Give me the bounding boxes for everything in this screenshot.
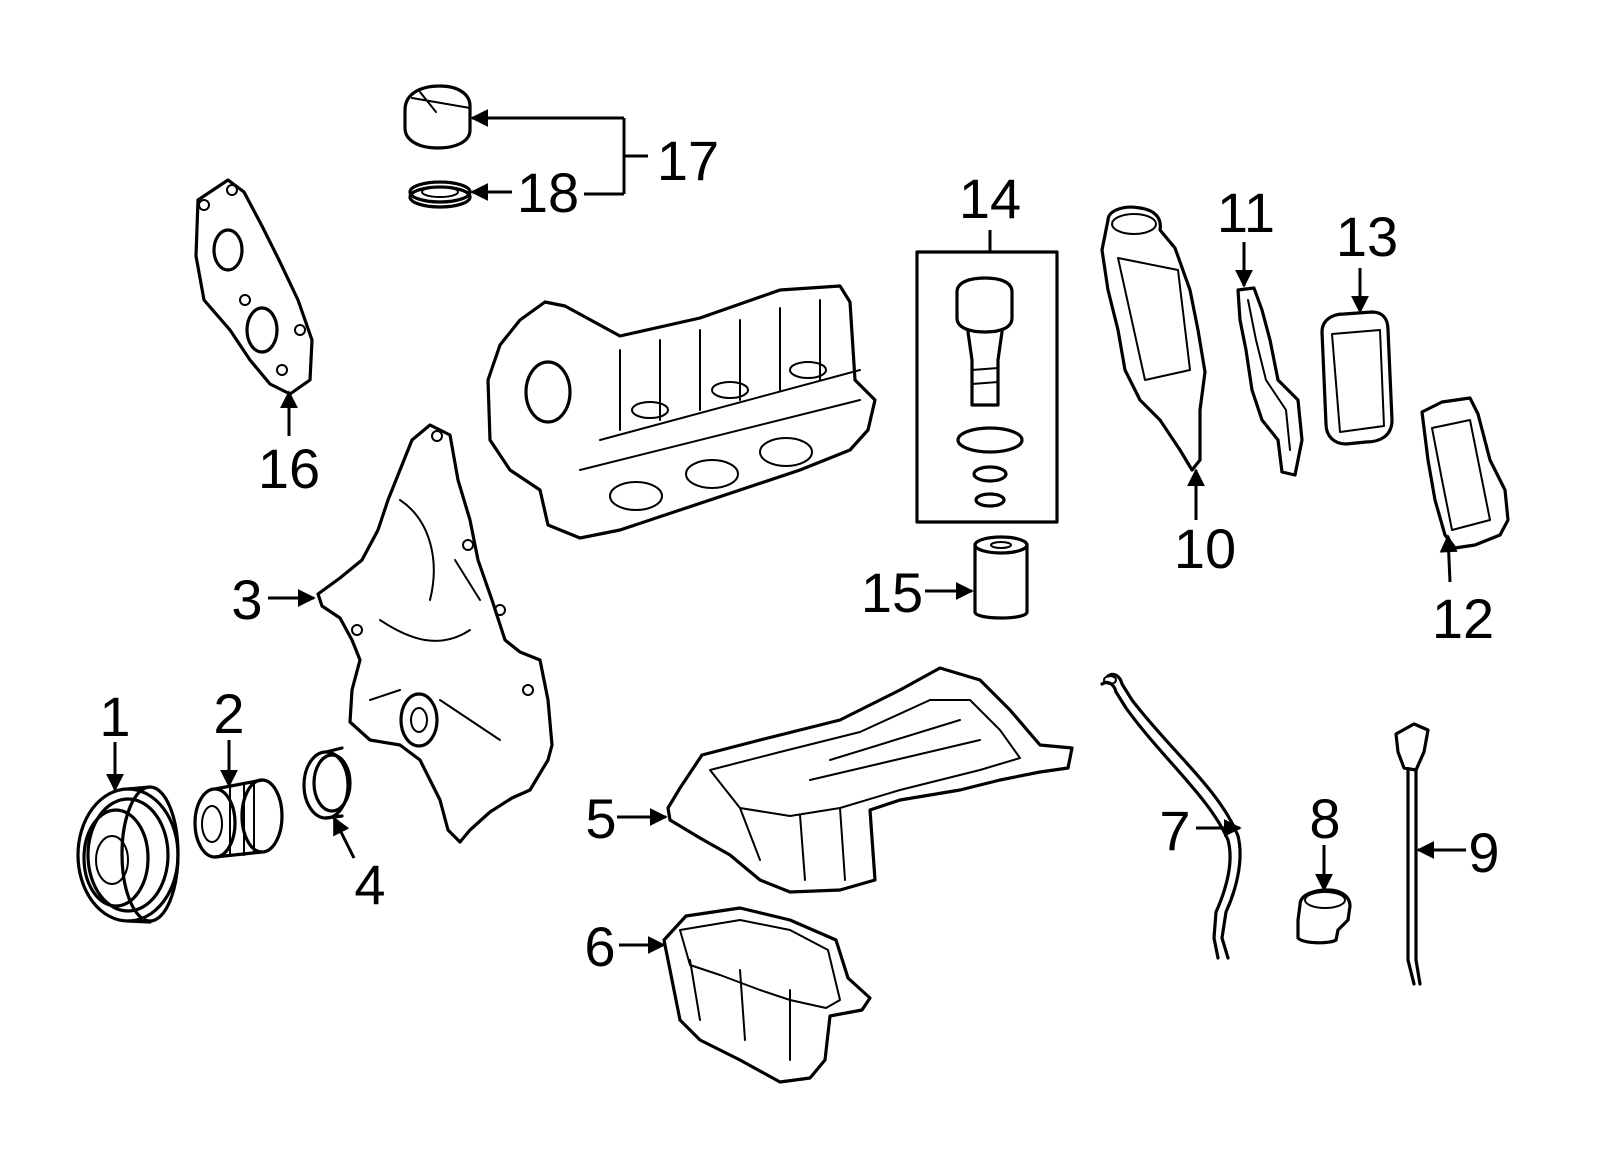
callout-2: 2 — [213, 682, 244, 745]
housing-gasket — [1236, 286, 1304, 477]
timing-cover — [316, 423, 554, 844]
filter-housing-cap — [955, 276, 1014, 407]
callout-7: 7 — [1159, 799, 1190, 862]
oil-filter-housing — [1100, 205, 1207, 472]
callout-15: 15 — [861, 561, 923, 624]
leader-lines — [106, 109, 1466, 954]
oil-cooler — [1420, 396, 1510, 550]
callout-11: 11 — [1217, 181, 1275, 244]
cooler-gasket — [1320, 310, 1394, 446]
callout-3: 3 — [231, 568, 262, 631]
filter-o-rings — [956, 426, 1024, 508]
filter-kit-box — [915, 250, 1059, 524]
drain-plug — [1296, 888, 1352, 945]
oil-filler-cap — [403, 84, 472, 150]
callout-8: 8 — [1309, 787, 1340, 850]
cover-plate — [194, 178, 314, 396]
lower-oil-pan — [662, 906, 872, 1084]
callout-1: 1 — [99, 685, 130, 748]
upper-oil-pan — [666, 666, 1074, 894]
callout-9: 9 — [1468, 821, 1499, 884]
callout-5: 5 — [585, 787, 616, 850]
cylinder-head — [486, 284, 877, 540]
cap-seal — [408, 180, 472, 209]
callout-6: 6 — [584, 915, 615, 978]
callout-13: 13 — [1336, 205, 1398, 268]
callout-14: 14 — [959, 167, 1021, 230]
callout-17: 17 — [657, 129, 719, 192]
callout-18: 18 — [517, 161, 579, 224]
oil-filter — [973, 535, 1029, 620]
dipstick-tube — [1100, 672, 1242, 960]
dipstick — [1394, 722, 1430, 986]
balancer-hub — [193, 778, 284, 859]
callout-labels: 1 2 3 4 5 6 7 8 9 10 11 12 13 14 15 16 1… — [99, 129, 1499, 978]
callout-4: 4 — [354, 853, 385, 916]
front-seal — [302, 746, 352, 820]
callout-16: 16 — [258, 437, 320, 500]
callout-12: 12 — [1432, 587, 1494, 650]
crankshaft-pulley — [76, 785, 180, 924]
callout-10: 10 — [1174, 517, 1236, 580]
